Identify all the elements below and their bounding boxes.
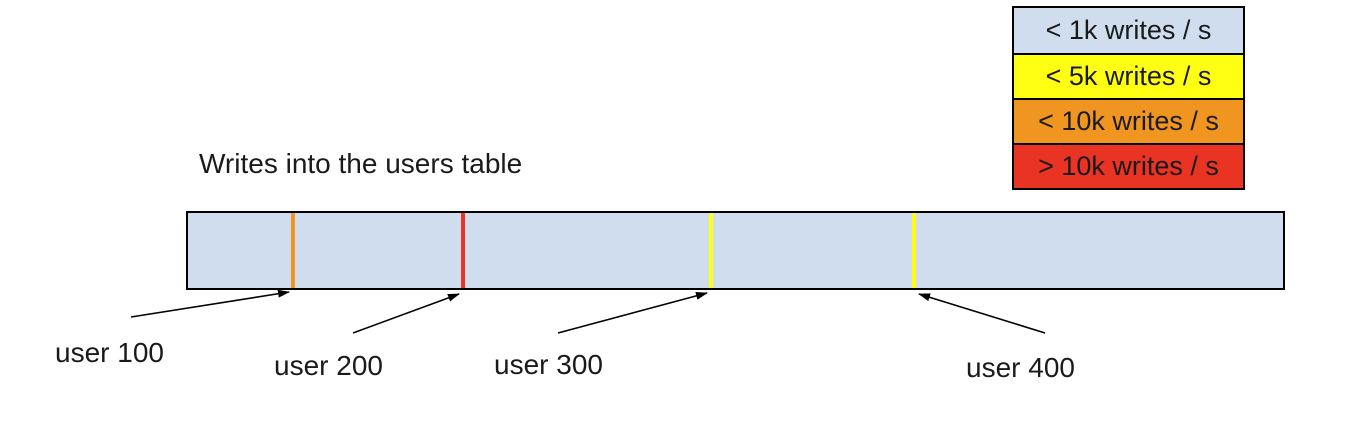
label-user-400: user 400 xyxy=(966,352,1075,383)
hotspot-marker-user-200 xyxy=(461,213,465,288)
arrow-user-400 xyxy=(918,293,1046,334)
hotspot-marker-user-400 xyxy=(912,213,916,288)
label-user-200: user 200 xyxy=(274,350,383,381)
hotspot-marker-user-100 xyxy=(291,213,295,288)
label-user-100: user 100 xyxy=(55,337,164,368)
legend: < 1k writes / s < 5k writes / s < 10k wr… xyxy=(1012,6,1245,190)
legend-row-lt-5k: < 5k writes / s xyxy=(1014,53,1243,98)
legend-label: < 10k writes / s xyxy=(1038,106,1219,136)
legend-label: < 5k writes / s xyxy=(1045,61,1212,91)
diagram-title: Writes into the users table xyxy=(199,148,523,179)
arrow-user-200 xyxy=(352,293,460,334)
label-user-300: user 300 xyxy=(494,349,603,380)
legend-row-lt-1k: < 1k writes / s xyxy=(1014,8,1243,53)
legend-label: < 1k writes / s xyxy=(1045,15,1212,45)
hotspot-marker-user-300 xyxy=(709,213,713,288)
legend-row-gt-10k: > 10k writes / s xyxy=(1014,143,1243,188)
arrow-user-100 xyxy=(130,289,290,318)
legend-row-lt-10k: < 10k writes / s xyxy=(1014,98,1243,143)
arrow-user-300 xyxy=(557,291,708,334)
legend-label: > 10k writes / s xyxy=(1038,151,1219,181)
users-table-bar xyxy=(186,211,1285,290)
